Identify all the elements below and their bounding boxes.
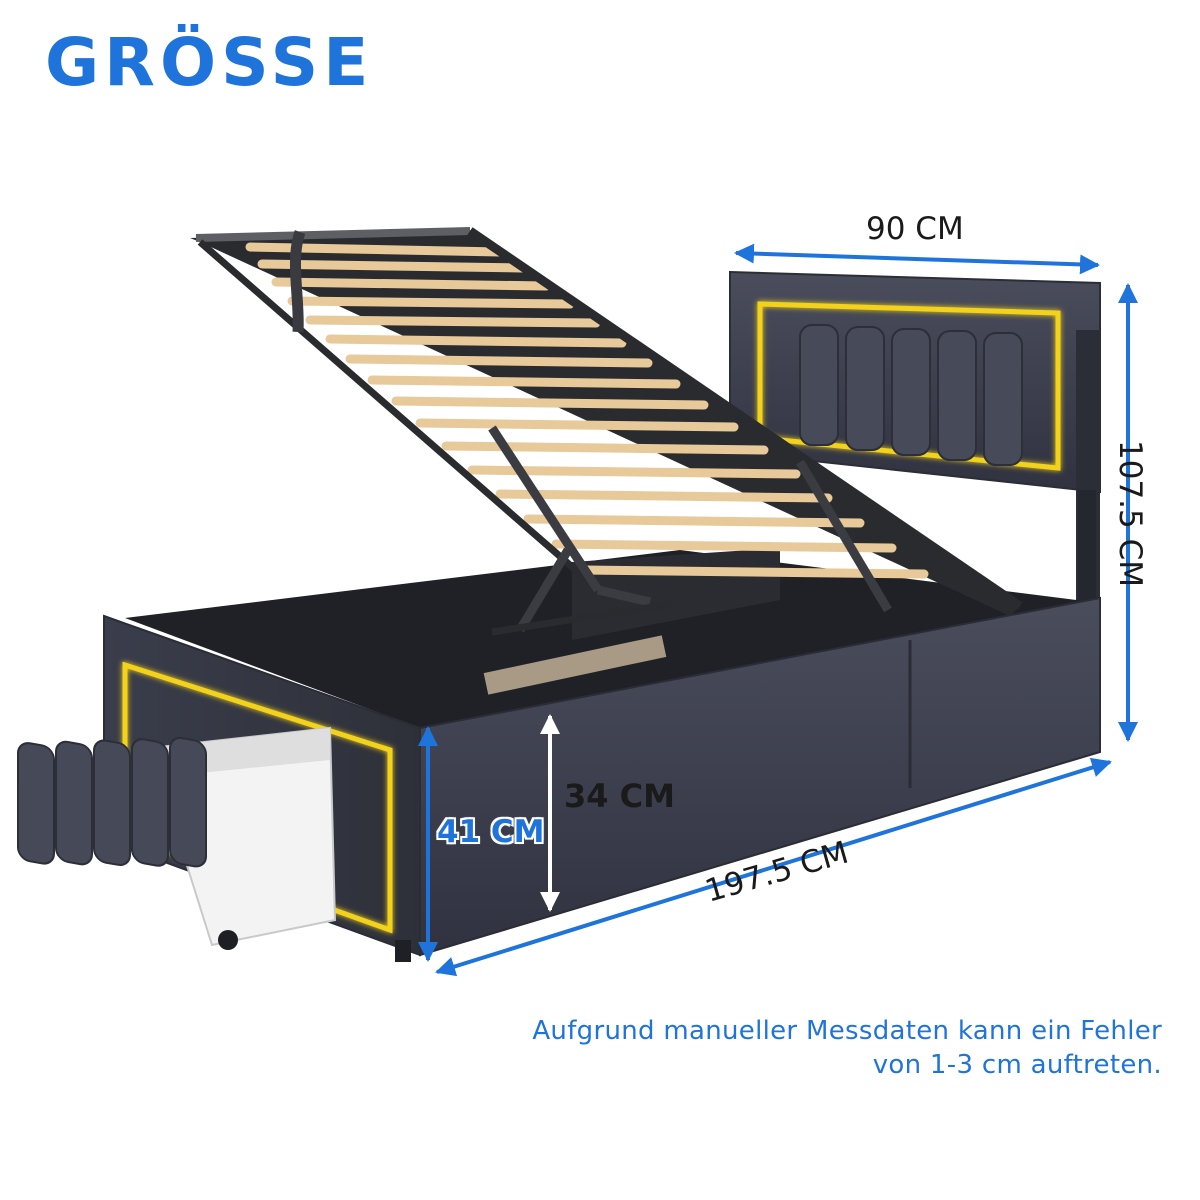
wooden-support <box>483 635 667 695</box>
width-dimension-line <box>734 243 1100 275</box>
gas-struts <box>488 425 892 633</box>
drawer-front <box>17 736 207 868</box>
footboard-foot <box>395 940 411 962</box>
disclaimer-line-1: Aufgrund manueller Messdaten kann ein Fe… <box>532 1016 1162 1046</box>
inner-height-label: 34 CM <box>564 777 675 815</box>
height-label: 107.5 CM <box>1112 440 1148 587</box>
lift-strap <box>289 230 306 333</box>
page-title: GRÖSSE <box>45 24 374 101</box>
headboard-led-strip <box>757 301 1061 471</box>
width-label: 90 CM <box>866 211 964 247</box>
headboard-channels <box>799 324 1023 466</box>
wooden-slats <box>245 242 929 579</box>
length-dimension-line <box>435 757 1112 977</box>
lifted-slat-frame <box>190 227 1023 636</box>
drawer-wheel <box>218 930 238 950</box>
outer-height-label: 41 CM <box>437 814 545 850</box>
drawer <box>17 726 337 950</box>
dimension-lines <box>418 243 1138 977</box>
headboard <box>729 270 1101 742</box>
measurement-disclaimer: Aufgrund manueller Messdaten kann ein Fe… <box>532 1014 1162 1082</box>
disclaimer-line-2: von 1-3 cm auftreten. <box>872 1050 1162 1080</box>
